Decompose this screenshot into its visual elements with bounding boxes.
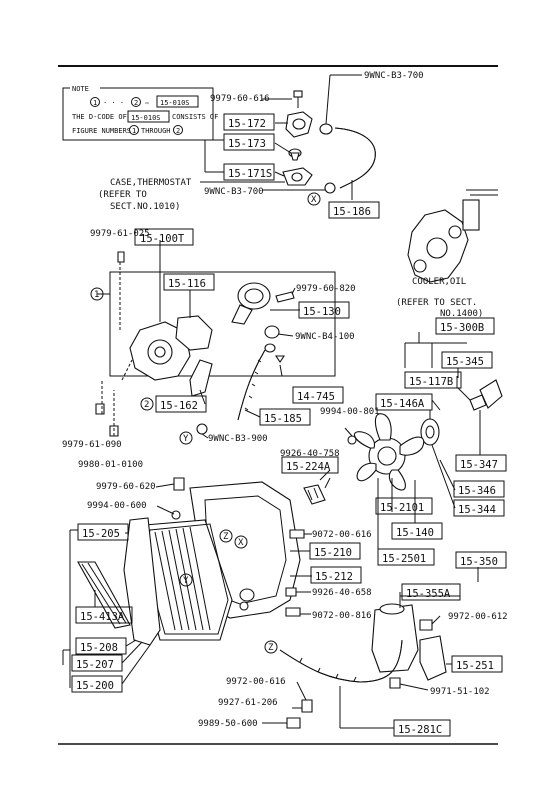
water-pump-group — [95, 240, 336, 437]
box-15-300B: 15-300B — [440, 322, 484, 334]
marker-1-label: 1 — [94, 290, 99, 300]
box-15-2501: 15-2501 — [382, 553, 426, 565]
note-code-1: 15-010S — [160, 99, 190, 107]
box-15-162: 15-162 — [160, 400, 198, 412]
label-9994-00-600: 9994-00-600 — [87, 501, 147, 511]
marker-1 — [90, 287, 104, 301]
box-15-140: 15-140 — [396, 527, 434, 539]
box-15-344: 15-344 — [458, 504, 496, 516]
label-9972-00-616: 9972-00-616 — [226, 677, 286, 687]
label-9927-61-206: 9927-61-206 — [218, 698, 278, 708]
marker-2-label: 2 — [144, 400, 149, 410]
fan-group — [319, 332, 503, 558]
marker-z-bottom-label: Z — [268, 643, 274, 653]
box-15-130: 15-130 — [303, 306, 341, 318]
label-9wnc-b3-700-mid: 9WNC-B3-700 — [204, 187, 264, 197]
label-9979-61-090: 9979-61-090 — [62, 440, 122, 450]
label-9979-60-616: 9979-60-616 — [210, 94, 270, 104]
label-case-thermostat-1: CASE,THERMOSTAT — [110, 178, 192, 188]
label-case-thermostat-2: (REFER TO — [98, 190, 147, 200]
label-9980-01-0100: 9980-01-0100 — [78, 460, 143, 470]
part-boxes: 15-172 15-173 15-171S 15-186 15-100T 15-… — [71, 113, 507, 737]
label-9994-00-801: 9994-00-801 — [320, 407, 380, 417]
oil-cooler-group — [407, 189, 498, 283]
box-15-224A: 15-224A — [286, 461, 331, 473]
box-15-281C: 15-281C — [398, 724, 442, 736]
note-line3-a: FIGURE NUMBERS — [72, 127, 131, 135]
box-15-100T: 15-100T — [140, 233, 185, 245]
box-15-210: 15-210 — [314, 547, 352, 559]
marker-y-rad — [179, 573, 193, 587]
box-15-117B: 15-117B — [409, 376, 453, 388]
label-9072-00-616: 9072-00-616 — [312, 530, 372, 540]
marker-y-mid — [179, 431, 193, 445]
label-cooler-oil-3: NO.1400) — [440, 309, 483, 319]
box-15-212: 15-212 — [315, 571, 353, 583]
marker-y-rad-label: Y — [183, 576, 189, 586]
label-case-thermostat-3: SECT.NO.1010) — [110, 202, 180, 212]
marker-z-shroud — [219, 529, 233, 543]
note-line2-a: THE D-CODE OF — [72, 113, 127, 121]
label-9wnc-b3-700-top: 9WNC-B3-700 — [364, 71, 424, 81]
box-15-350: 15-350 — [460, 556, 498, 568]
note-title: NOTE — [72, 85, 89, 93]
part-labels: 9WNC-B3-700 9979-60-616 9WNC-B3-700 CASE… — [62, 71, 508, 729]
box-15-205: 15-205 — [82, 528, 120, 540]
box-15-251: 15-251 — [456, 660, 494, 672]
box-15-2101: 15-2101 — [380, 502, 424, 514]
reservoir-group — [262, 567, 479, 729]
marker-z-shroud-label: Z — [223, 532, 229, 542]
thermostat-group — [200, 74, 376, 200]
note-line3-circle-2: 2 — [176, 127, 180, 135]
label-cooler-oil-2: (REFER TO SECT. — [396, 298, 477, 308]
box-15-200: 15-200 — [76, 680, 114, 692]
label-9979-60-620: 9979-60-620 — [96, 482, 156, 492]
marker-x-shroud-label: X — [238, 538, 244, 548]
box-15-345: 15-345 — [446, 356, 484, 368]
box-15-186: 15-186 — [333, 206, 371, 218]
box-15-185: 15-185 — [264, 413, 302, 425]
note-dots: · · · — [103, 99, 124, 107]
note-line2-b: CONSISTS OF — [172, 113, 218, 121]
box-15-146A: 15-146A — [380, 398, 425, 410]
label-9926-40-658: 9926-40-658 — [312, 588, 372, 598]
note-line3-b: THROUGH — [141, 127, 171, 135]
note-arrow: ⇨ — [145, 99, 149, 107]
note-line3-circle-1: 1 — [132, 127, 136, 135]
box-15-355A: 15-355A — [406, 588, 451, 600]
box-15-413A: 15-413A — [80, 611, 125, 623]
box-14-745: 14-745 — [297, 391, 335, 403]
label-cooler-oil-1: COOLER,OIL — [412, 277, 466, 287]
note-circle-2: 2 — [134, 99, 138, 107]
label-9989-50-600: 9989-50-600 — [198, 719, 258, 729]
label-9072-00-816: 9072-00-816 — [312, 611, 372, 621]
note-box: NOTE 1 · · · 2 ⇨ 15-010S THE D-CODE OF 1… — [62, 84, 218, 141]
label-9979-60-820: 9979-60-820 — [296, 284, 356, 294]
marker-2 — [140, 397, 154, 411]
marker-x-top — [307, 192, 321, 206]
box-15-208: 15-208 — [80, 642, 118, 654]
label-9979-61-025: 9979-61-025 — [90, 229, 150, 239]
note-circle-1: 1 — [93, 99, 97, 107]
marker-x-top-label: X — [311, 195, 317, 205]
label-9971-51-102: 9971-51-102 — [430, 687, 490, 697]
marker-y-mid-label: Y — [183, 434, 189, 444]
note-code-2: 15-010S — [131, 114, 161, 122]
label-9972-00-612: 9972-00-612 — [448, 612, 508, 622]
box-15-172: 15-172 — [228, 118, 266, 130]
box-15-116: 15-116 — [168, 278, 206, 290]
label-9wnc-b3-900: 9WNC-B3-900 — [208, 434, 268, 444]
label-9wnc-b4-100: 9WNC-B4-100 — [295, 332, 355, 342]
radiator-group — [62, 517, 255, 688]
box-15-171S: 15-171S — [228, 168, 272, 180]
marker-z-bottom — [264, 640, 278, 654]
box-15-173: 15-173 — [228, 138, 266, 150]
box-15-207: 15-207 — [76, 659, 114, 671]
lower-hose — [196, 325, 294, 439]
box-15-346: 15-346 — [458, 485, 496, 497]
box-15-347: 15-347 — [460, 459, 498, 471]
label-9926-40-758: 9926-40-758 — [280, 449, 340, 459]
marker-x-shroud — [234, 535, 248, 549]
